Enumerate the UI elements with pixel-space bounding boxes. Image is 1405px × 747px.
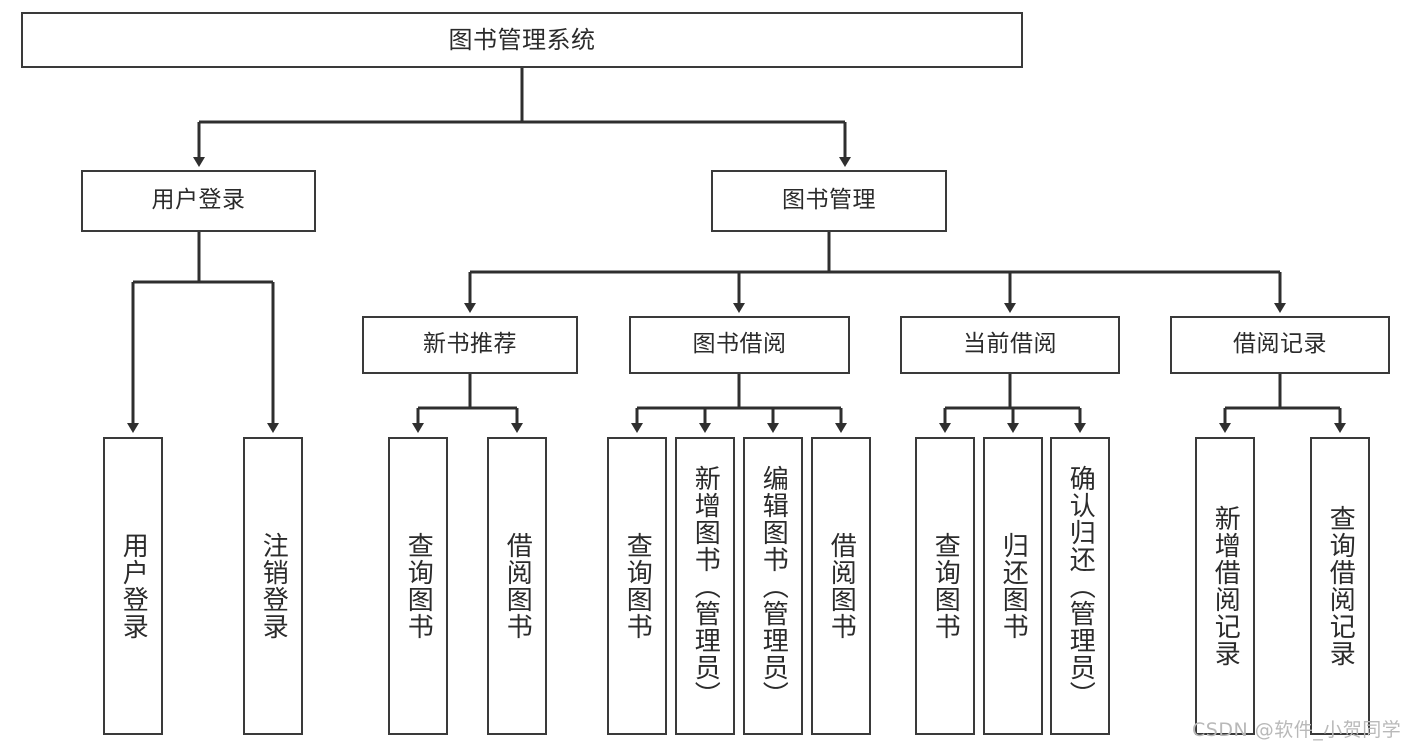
node-label: 新增图书（管理员） bbox=[690, 464, 721, 708]
node-label: 图书借阅 bbox=[692, 331, 787, 358]
node-label: 用户登录 bbox=[118, 532, 149, 640]
leaf-user-login-logout[interactable]: 注销登录 bbox=[243, 437, 303, 735]
node-label: 注销登录 bbox=[258, 532, 289, 640]
node-book-management[interactable]: 图书管理 bbox=[711, 170, 947, 232]
leaf-borrow-add-book-admin[interactable]: 新增图书（管理员） bbox=[675, 437, 735, 735]
node-label: 确认归还（管理员） bbox=[1065, 464, 1096, 708]
leaf-current-confirm-return-admin[interactable]: 确认归还（管理员） bbox=[1050, 437, 1110, 735]
node-borrow-record[interactable]: 借阅记录 bbox=[1170, 316, 1390, 374]
node-label: 借阅图书 bbox=[502, 532, 533, 640]
node-label: 新增借阅记录 bbox=[1210, 505, 1241, 667]
node-label: 查询图书 bbox=[403, 532, 434, 640]
node-label: 归还图书 bbox=[998, 532, 1029, 640]
leaf-recommend-borrow-book[interactable]: 借阅图书 bbox=[487, 437, 547, 735]
node-label: 用户登录 bbox=[151, 187, 246, 214]
leaf-current-query-book[interactable]: 查询图书 bbox=[915, 437, 975, 735]
node-book-borrow[interactable]: 图书借阅 bbox=[629, 316, 850, 374]
leaf-recommend-query-book[interactable]: 查询图书 bbox=[388, 437, 448, 735]
leaf-record-query-record[interactable]: 查询借阅记录 bbox=[1310, 437, 1370, 735]
node-label: 查询借阅记录 bbox=[1325, 505, 1356, 667]
node-label: 图书管理 bbox=[782, 187, 876, 214]
node-new-book-recommend[interactable]: 新书推荐 bbox=[362, 316, 578, 374]
csdn-watermark: CSDN @软件_小贺同学 bbox=[1192, 719, 1402, 741]
node-label: 当前借阅 bbox=[963, 331, 1057, 358]
node-label: 查询图书 bbox=[622, 532, 653, 640]
leaf-user-login-login[interactable]: 用户登录 bbox=[103, 437, 163, 735]
leaf-borrow-borrow-book[interactable]: 借阅图书 bbox=[811, 437, 871, 735]
node-label: 图书管理系统 bbox=[448, 25, 596, 54]
node-label: 编辑图书（管理员） bbox=[758, 464, 789, 708]
node-label: 查询图书 bbox=[930, 532, 961, 640]
leaf-borrow-query-book[interactable]: 查询图书 bbox=[607, 437, 667, 735]
node-label: 借阅图书 bbox=[826, 532, 857, 640]
node-user-login[interactable]: 用户登录 bbox=[81, 170, 316, 232]
node-current-borrow[interactable]: 当前借阅 bbox=[900, 316, 1120, 374]
leaf-record-add-record[interactable]: 新增借阅记录 bbox=[1195, 437, 1255, 735]
leaf-borrow-edit-book-admin[interactable]: 编辑图书（管理员） bbox=[743, 437, 803, 735]
node-label: 借阅记录 bbox=[1233, 331, 1327, 358]
node-label: 新书推荐 bbox=[423, 331, 517, 358]
node-root-system[interactable]: 图书管理系统 bbox=[21, 12, 1023, 68]
leaf-current-return-book[interactable]: 归还图书 bbox=[983, 437, 1043, 735]
